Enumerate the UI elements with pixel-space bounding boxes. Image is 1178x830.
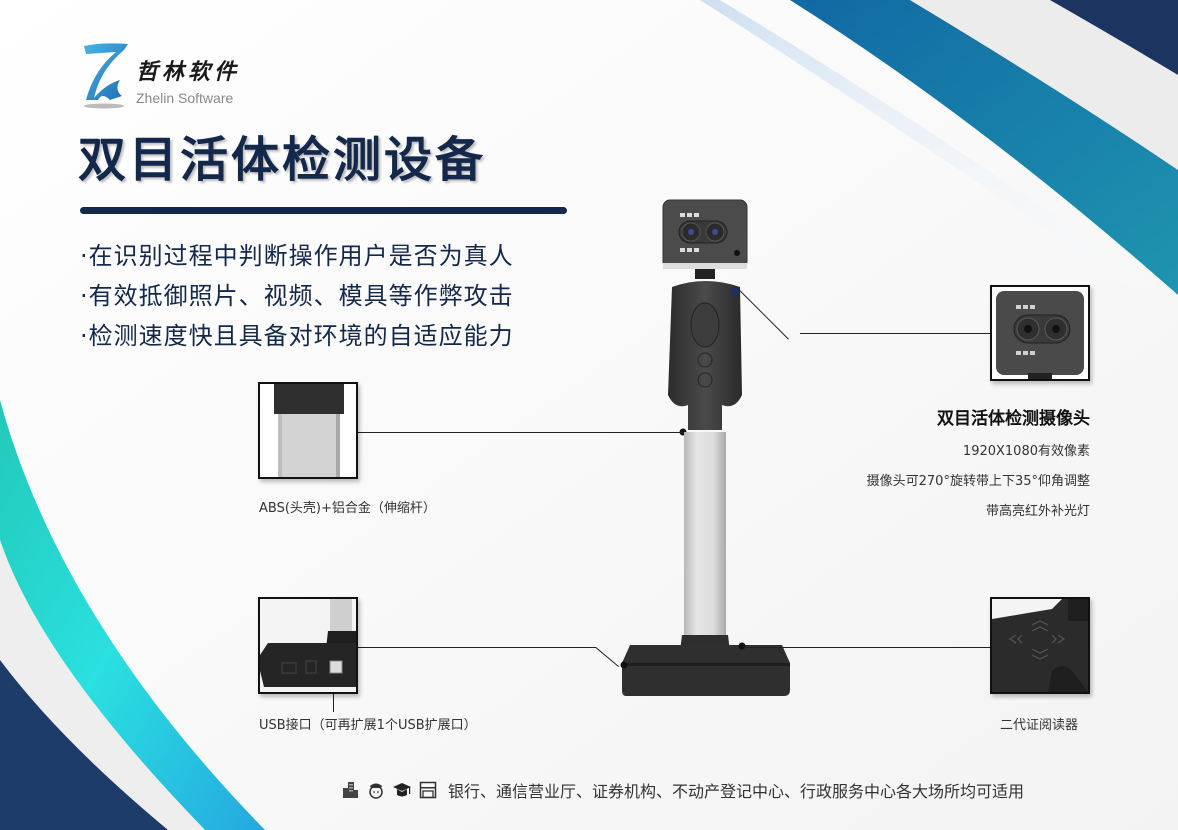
building-icon xyxy=(343,782,358,798)
reader-closeup-image xyxy=(990,597,1090,694)
usb-leader-line xyxy=(356,647,596,648)
feature-item: ·在识别过程中判断操作用户是否为真人 xyxy=(80,242,514,270)
camera-title: 双目活体检测摄像头 xyxy=(937,409,1090,429)
pole-closeup-image xyxy=(258,382,358,479)
title-underline xyxy=(80,207,567,214)
camera-leader-line-h xyxy=(800,333,991,334)
service-hall-icon xyxy=(419,781,437,799)
pole-leader-line xyxy=(356,432,684,433)
brand-name-en: Zhelin Software xyxy=(136,90,234,106)
pole-caption: ABS(头壳)+铝合金（伸缩杆） xyxy=(259,501,436,516)
feature-item: ·检测速度快且具备对环境的自适应能力 xyxy=(80,322,514,350)
footer-text: 银行、通信营业厅、证券机构、不动产登记中心、行政服务中心各大场所均可适用 xyxy=(448,782,1025,801)
usb-caption: USB接口（可再扩展1个USB扩展口） xyxy=(259,718,477,733)
camera-spec-ir-light: 带高亮红外补光灯 xyxy=(985,504,1090,519)
feature-list: ·在识别过程中判断操作用户是否为真人 ·有效抵御照片、视频、模具等作弊攻击 ·检… xyxy=(80,236,514,356)
camera-closeup-image xyxy=(990,285,1090,381)
feature-item: ·有效抵御照片、视频、模具等作弊攻击 xyxy=(80,282,514,310)
zhelin-z-logo-icon xyxy=(84,43,128,109)
brand-name-cn: 哲林软件 xyxy=(136,59,241,85)
camera-spec-resolution: 1920X1080有效像素 xyxy=(962,444,1090,459)
device-illustration xyxy=(620,199,790,696)
reader-leader-line xyxy=(744,647,990,648)
footer-applicability: 银行、通信营业厅、证券机构、不动产登记中心、行政服务中心各大场所均可适用 xyxy=(340,778,1024,802)
usb-closeup-image xyxy=(258,597,358,694)
reader-caption: 二代证阅读器 xyxy=(1000,718,1079,733)
graduation-cap-icon xyxy=(393,783,411,797)
brand-logo: 哲林软件 Zhelin Software xyxy=(80,40,280,115)
police-officer-icon xyxy=(369,783,383,799)
page-title: 双目活体检测设备 xyxy=(78,132,487,188)
camera-spec-rotation: 摄像头可270°旋转带上下35°仰角调整 xyxy=(866,474,1090,489)
